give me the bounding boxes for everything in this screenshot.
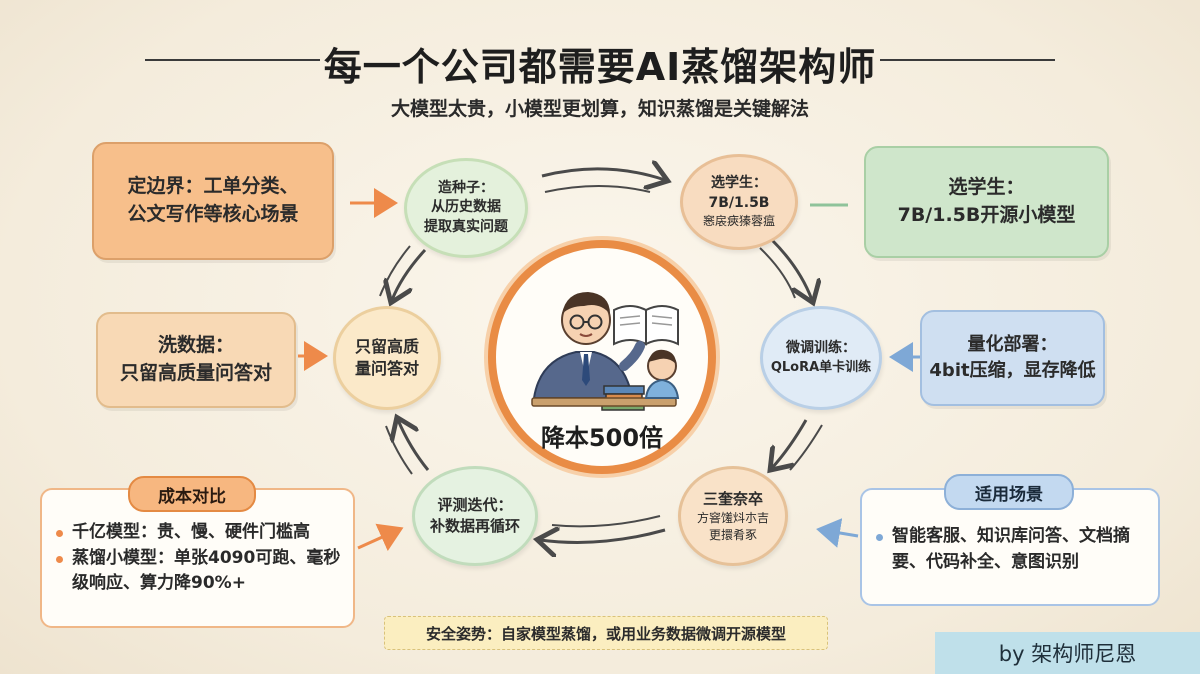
card-wash-line1: 洗数据：	[157, 334, 234, 357]
teacher-student-illustration	[531, 292, 680, 411]
node-deploy-line2: 方窨馐炓朩吉	[696, 510, 769, 525]
node-evaluate-line2: 补数据再循环	[429, 517, 520, 535]
node-deploy-line1: 三奎奈卒	[702, 489, 763, 508]
title-rule-left	[145, 59, 320, 61]
security-note: 安全姿势：自家模型蒸馏，或用业务数据微调开源模型	[384, 616, 828, 650]
author-credit: by 架构师尼恩	[935, 632, 1200, 674]
cost-item: 千亿模型：贵、慢、硬件门槛高	[54, 520, 349, 546]
node-evaluate-line1: 评测迭代：	[437, 496, 513, 514]
node-filter: 只留高质 量问答对	[333, 306, 441, 410]
cost-item: 蒸馏小模型：单张4090可跑、毫秒级响应、算力降90%+	[54, 546, 349, 597]
node-deploy: 三奎奈卒 方窨馐炓朩吉 更擐肴豖	[678, 466, 788, 566]
arrow-seed-to-filter	[392, 248, 427, 300]
scene-list: 智能客服、知识库问答、文档摘要、代码补全、意图识别	[874, 524, 1152, 575]
card-wash-data: 洗数据： 只留高质量问答对	[96, 312, 296, 408]
arrow-deploy-to-evaluate	[540, 530, 666, 542]
node-finetune-line2: QLoRA单卡训练	[770, 359, 872, 375]
arrow-student-to-finetune	[770, 238, 812, 300]
node-finetune: 微调训练： QLoRA单卡训练	[760, 306, 882, 410]
card-boundary-line1: 定边界：工单分类、	[127, 175, 299, 198]
card-wash-line2: 只留高质量问答对	[119, 362, 272, 384]
node-finetune-line1: 微调训练：	[786, 340, 856, 357]
node-student-line2: 7B/1.5B	[708, 194, 770, 211]
title-rule-right	[880, 59, 1055, 61]
node-seed-line2: 从历史数据	[431, 199, 501, 216]
cost-list: 千亿模型：贵、慢、硬件门槛高 蒸馏小模型：单张4090可跑、毫秒级响应、算力降9…	[54, 520, 349, 597]
card-student: 选学生： 7B/1.5B开源小模型	[864, 146, 1109, 258]
card-quant-line2: 4bit压缩，显存降低	[929, 360, 1096, 381]
arrow-scene-to-deploy	[816, 518, 859, 548]
card-student-line1: 选学生：	[948, 176, 1025, 199]
center-label: 降本500倍	[540, 424, 664, 452]
arrow-seed-to-student	[541, 169, 665, 180]
node-student-line1: 选学生：	[710, 175, 767, 191]
node-seed-line3: 提取真实问题	[424, 218, 508, 235]
node-seed: 造种子： 从历史数据 提取真实问题	[404, 158, 528, 258]
card-quant-deploy: 量化部署： 4bit压缩，显存降低	[920, 310, 1105, 406]
node-filter-line2: 量问答对	[354, 359, 419, 378]
node-seed-line1: 造种子：	[438, 179, 494, 196]
node-filter-line1: 只留高质	[354, 336, 419, 356]
node-deploy-line3: 更擐肴豖	[708, 527, 757, 542]
card-student-line2: 7B/1.5B开源小模型	[897, 204, 1076, 226]
arrow-finetune-to-deploy	[772, 419, 808, 468]
card-boundary-line2: 公文写作等核心场景	[127, 203, 299, 225]
cost-panel-tag: 成本对比	[128, 476, 256, 512]
arrow-evaluate-to-filter	[398, 420, 430, 471]
scene-item: 智能客服、知识库问答、文档摘要、代码补全、意图识别	[874, 524, 1152, 575]
center-circle: 降本500倍	[488, 240, 716, 474]
arrow-cost-to-evaluate	[357, 523, 404, 552]
card-quant-line1: 量化部署：	[967, 333, 1058, 355]
card-boundary: 定边界：工单分类、 公文写作等核心场景	[92, 142, 334, 260]
page-title: 每一个公司都需要AI蒸馏架构师	[323, 45, 877, 89]
node-student-line3: 窸扆㾜獉蓉瘟	[702, 214, 775, 229]
page-subtitle: 大模型太贵，小模型更划算，知识蒸馏是关键解法	[390, 98, 809, 120]
node-evaluate: 评测迭代： 补数据再循环	[412, 466, 538, 566]
node-student: 选学生： 7B/1.5B 窸扆㾜獉蓉瘟	[680, 154, 798, 250]
scene-panel-tag: 适用场景	[944, 474, 1074, 510]
